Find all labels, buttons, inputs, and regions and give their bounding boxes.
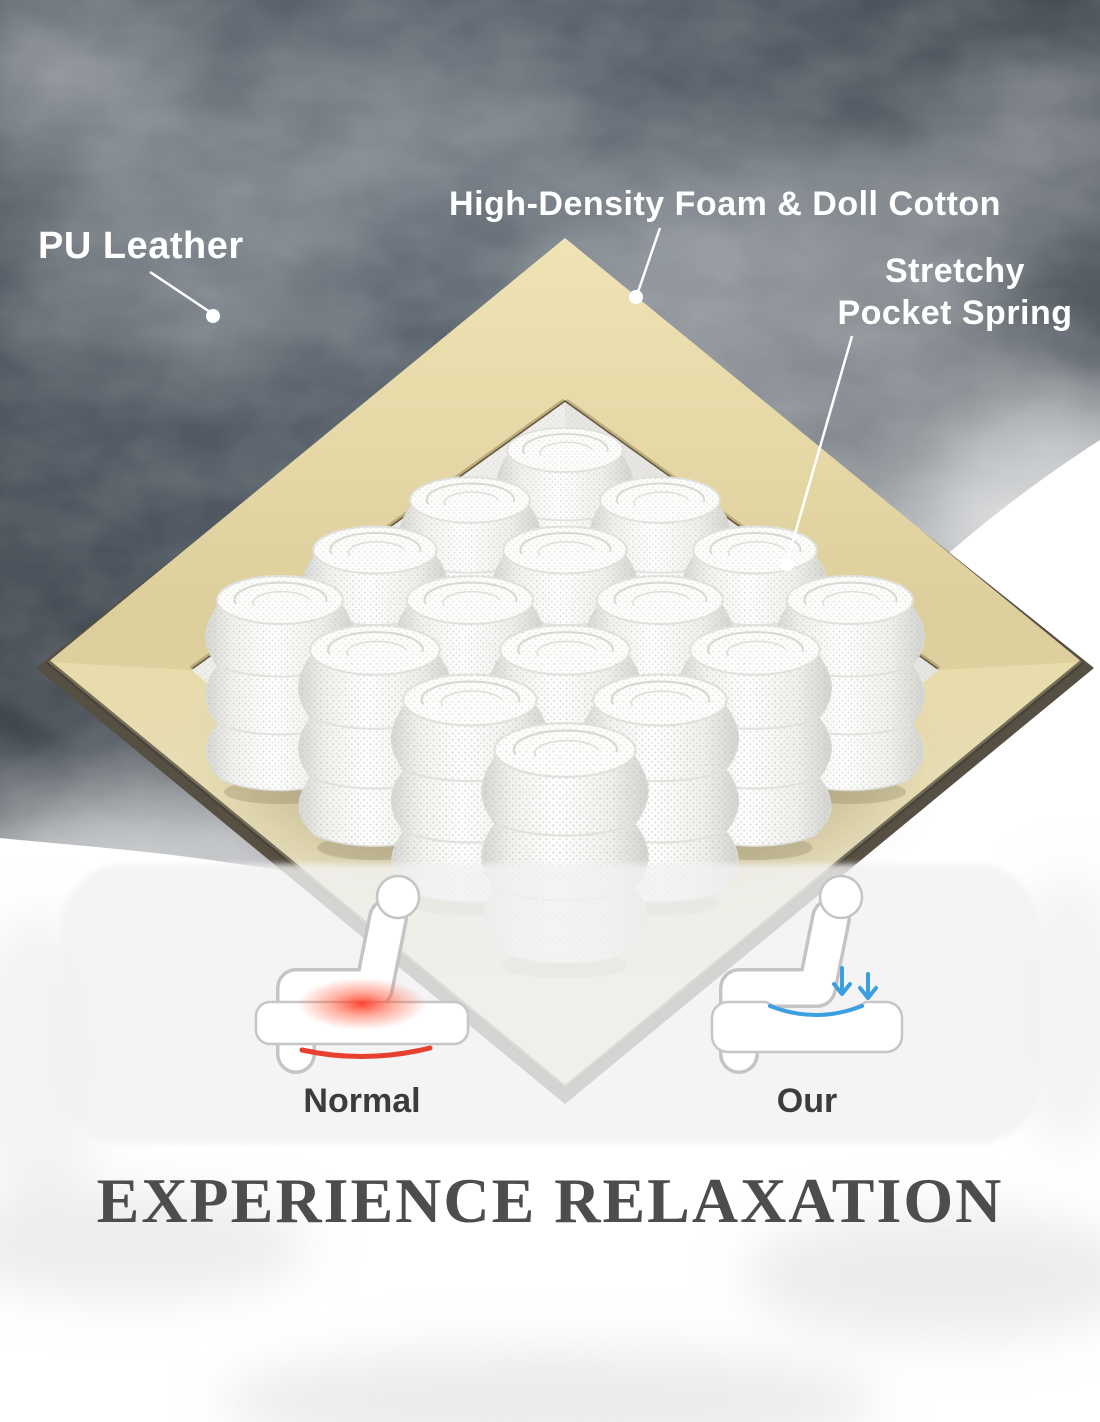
spring-label-line2: Pocket Spring (837, 294, 1072, 332)
callout-foam: High-Density Foam & Doll Cotton (449, 185, 1001, 304)
pressure-glow (298, 978, 426, 1030)
page-title: EXPERIENCE RELAXATION (97, 1165, 1004, 1236)
spring-callout-line (786, 335, 854, 559)
pu-leather-label: PU Leather (38, 225, 244, 267)
callout-pu-leather: PU Leather (38, 225, 244, 323)
our-label: Our (777, 1082, 837, 1120)
normal-figure-head (375, 874, 421, 920)
spring-callout-dot (780, 557, 794, 571)
foam-ring (48, 238, 1082, 1088)
cushion-dip-line (768, 1004, 864, 1017)
foam-callout-dot (629, 290, 643, 304)
spring-label-line1: Stretchy (885, 252, 1025, 290)
pu-leather-callout-dot (206, 309, 220, 323)
comparison-panel: Normal Our (62, 864, 1038, 1144)
comparison-panel-background (62, 864, 1038, 1144)
normal-diagram: Normal (254, 874, 470, 1120)
callout-spring: Stretchy Pocket Spring (780, 252, 1072, 571)
normal-label: Normal (303, 1082, 420, 1120)
foam-label: High-Density Foam & Doll Cotton (449, 185, 1001, 223)
pressure-line (299, 1045, 433, 1059)
our-diagram: Our (710, 874, 904, 1120)
comfort-arrows-icon (832, 966, 878, 1000)
our-figure-head (818, 874, 864, 920)
pu-leather-callout-line (149, 270, 211, 314)
foam-callout-line (636, 227, 662, 293)
